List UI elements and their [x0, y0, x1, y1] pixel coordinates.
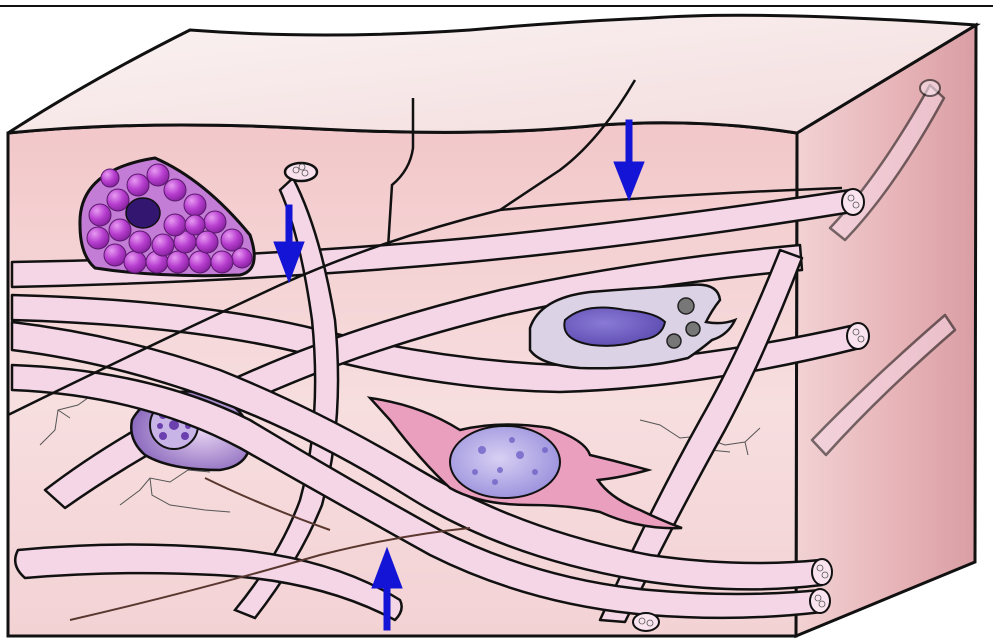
fiber-end-2: [847, 323, 869, 349]
fiber-end-1: [842, 189, 864, 215]
mast-cell-nucleus: [126, 198, 160, 228]
fiber-end-3: [812, 559, 832, 585]
fibroblast-nucleus: [450, 426, 560, 498]
fiber-end-4: [810, 589, 830, 613]
fiber-end-5: [633, 613, 659, 631]
fiber-end-6: [920, 80, 940, 96]
